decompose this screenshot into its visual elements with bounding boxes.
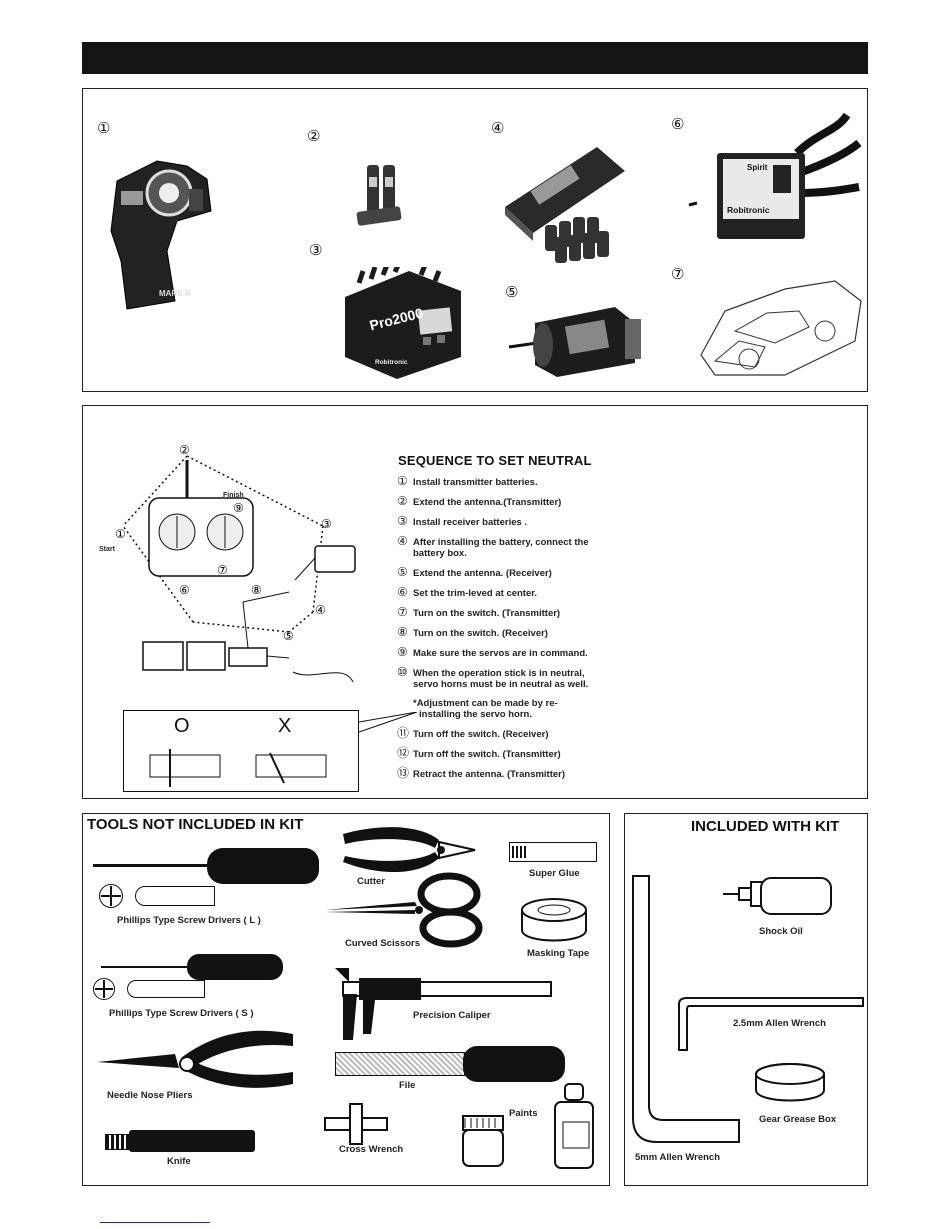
batteries-photo: [355, 163, 405, 235]
sequence-note: *Adjustment can be made by re- installin…: [413, 698, 558, 720]
screwdriver-large-handle: [207, 848, 319, 884]
svg-text:④: ④: [315, 603, 326, 617]
paints-label: Paints: [509, 1108, 538, 1119]
caliper-icon: [329, 964, 553, 1044]
grease-label: Gear Grease Box: [759, 1114, 837, 1125]
knife-label: Knife: [167, 1156, 191, 1167]
item-number-2: ②: [307, 127, 321, 145]
servo-neutral-inset: O X: [123, 710, 359, 792]
neutral-sequence-panel: ② ① ③ ④ ⑤ ⑥ ⑦ ⑧ ⑨ Start Finish O X SEQUE…: [82, 405, 868, 799]
tools-panel: TOOLS NOT INCLUDED IN KIT Phillips Type …: [82, 813, 610, 1186]
correct-symbol: O: [174, 715, 190, 737]
needle-nose-label: Needle Nose Pliers: [107, 1090, 193, 1101]
tip-profile-small: [127, 980, 205, 998]
item-number-5: ⑤: [505, 283, 519, 301]
svg-text:③: ③: [321, 517, 332, 531]
allen-5-label: 5mm Allen Wrench: [635, 1152, 720, 1163]
svg-text:⑦: ⑦: [217, 563, 228, 577]
wrong-symbol: X: [278, 715, 292, 737]
item-number-3: ③: [309, 241, 323, 259]
footer-rule: [100, 1222, 210, 1223]
item-number-4: ④: [491, 119, 505, 137]
svg-text:⑥: ⑥: [179, 583, 190, 597]
finish-label: Finish: [223, 492, 244, 499]
svg-text:①: ①: [115, 527, 126, 541]
knife-blade: [105, 1134, 131, 1150]
item-number-7: ⑦: [671, 265, 685, 283]
transmitter-brand: MARS R: [159, 289, 191, 298]
included-panel: INCLUDED WITH KIT Shock Oil 2.5mm Allen …: [624, 813, 868, 1186]
charger-photo: Pro2000 Robitronic: [339, 261, 467, 379]
phillips-tip-small-icon: [93, 978, 115, 1000]
grease-box-icon: [753, 1062, 827, 1106]
screwdriver-small-handle: [187, 954, 283, 980]
start-label: Start: [99, 546, 115, 553]
phillips-tip-icon: [99, 884, 123, 908]
neutral-diagram: ② ① ③ ④ ⑤ ⑥ ⑦ ⑧ ⑨ Start Finish: [93, 442, 363, 702]
esc-brand: Spirit: [747, 163, 768, 172]
battery-pack-photo: [501, 141, 629, 265]
curved-scissors-icon: [323, 872, 483, 948]
allen-wrench-small-icon: [675, 994, 865, 1054]
svg-text:②: ②: [179, 443, 190, 457]
charger-maker: Robitronic: [375, 359, 408, 366]
cutter-label: Cutter: [357, 876, 385, 887]
transmitter-photo: MARS R: [107, 151, 217, 311]
header-bar: [82, 42, 868, 74]
car-body-photo: [695, 271, 865, 379]
motor-photo: [507, 303, 649, 379]
radio-equipment-panel: ① MARS R ② ③ Pro2000 Ro: [82, 88, 868, 392]
item-number-6: ⑥: [671, 115, 685, 133]
masking-tape-label: Masking Tape: [527, 948, 590, 959]
phillips-small-label: Phillips Type Screw Drivers ( S ): [109, 1008, 254, 1019]
file-label: File: [399, 1080, 416, 1091]
svg-text:⑨: ⑨: [233, 501, 244, 515]
needle-nose-pliers-icon: [95, 1028, 295, 1094]
shock-oil-label: Shock Oil: [759, 926, 803, 937]
caliper-label: Precision Caliper: [413, 1010, 491, 1021]
super-glue-icon: [509, 842, 597, 862]
included-title: INCLUDED WITH KIT: [691, 818, 840, 835]
paint-jar-small-icon: [459, 1114, 507, 1168]
paint-bottle-icon: [549, 1080, 599, 1172]
esc-maker: Robitronic: [727, 205, 770, 215]
sequence-title: SEQUENCE TO SET NEUTRAL: [398, 453, 592, 468]
tip-profile-large: [135, 886, 215, 906]
speed-controller-photo: Spirit Robitronic: [687, 112, 863, 245]
inset-pointer: [359, 712, 419, 733]
file-handle: [463, 1046, 565, 1082]
allen-wrench-large-icon: [627, 872, 743, 1154]
scissors-label: Curved Scissors: [345, 938, 420, 949]
item-number-1: ①: [97, 119, 111, 137]
shock-oil-icon: [721, 876, 833, 916]
allen-25-label: 2.5mm Allen Wrench: [733, 1018, 826, 1029]
masking-tape-icon: [519, 896, 589, 946]
screwdriver-small-shaft: [101, 966, 189, 968]
knife-handle: [129, 1130, 255, 1152]
phillips-large-label: Phillips Type Screw Drivers ( L ): [117, 915, 261, 926]
screwdriver-large-shaft: [93, 864, 209, 867]
svg-text:⑤: ⑤: [283, 629, 294, 643]
super-glue-label: Super Glue: [529, 868, 580, 879]
cross-wrench-icon: [321, 1102, 391, 1146]
file-blade: [335, 1052, 465, 1076]
cutter-icon: [339, 824, 479, 880]
svg-text:⑧: ⑧: [251, 583, 262, 597]
cross-wrench-label: Cross Wrench: [339, 1144, 404, 1155]
tools-title: TOOLS NOT INCLUDED IN KIT: [87, 816, 304, 833]
